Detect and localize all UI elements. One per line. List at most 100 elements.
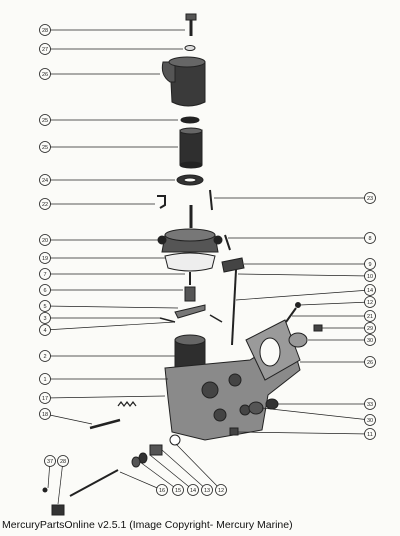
callout-number: 10 (367, 274, 373, 280)
callout-number: 16 (159, 488, 165, 494)
callout-number: 4 (43, 328, 46, 334)
callout-circle (39, 114, 51, 126)
callout-circle (364, 356, 376, 368)
callout-circle (39, 252, 51, 264)
callout-number: 9 (368, 262, 371, 268)
callout-number: 19 (42, 256, 48, 262)
small-plug (295, 302, 301, 308)
parts-illustration (42, 13, 323, 516)
filter-cap (288, 332, 308, 348)
tube-right (285, 307, 297, 323)
leader-line (44, 305, 179, 309)
callout-8: 8 (228, 232, 376, 244)
callout-circle (364, 322, 376, 334)
top-cover (157, 205, 223, 253)
callout-circle (364, 310, 376, 322)
callout-25: 25 (39, 141, 178, 153)
callout-22: 22 (39, 198, 155, 210)
callout-28: 28 (39, 24, 185, 36)
callout-13: 13 (161, 449, 213, 496)
long-screw (69, 469, 119, 497)
image-caption: MercuryPartsOnline v2.5.1 (Image Copyrig… (2, 519, 293, 531)
callout-circle (364, 296, 376, 308)
callout-number: 30 (367, 338, 373, 344)
callout-circle (39, 198, 51, 210)
callout-circle (364, 334, 376, 346)
callout-26: 26 (39, 68, 160, 80)
callout-number: 37 (47, 459, 53, 465)
callout-circle (364, 232, 376, 244)
callout-number: 17 (42, 396, 48, 402)
callout-number: 29 (367, 326, 373, 332)
callout-number: 23 (367, 196, 373, 202)
callout-18: 18 (39, 408, 93, 425)
callout-number: 14 (190, 488, 196, 494)
callout-28: 28 (57, 455, 69, 505)
callout-circle (215, 484, 227, 496)
callout-circle (39, 43, 51, 55)
callout-number: 12 (218, 488, 224, 494)
callout-25: 25 (39, 114, 178, 126)
callout-16: 16 (119, 471, 168, 496)
callout-4: 4 (39, 321, 176, 336)
callout-9: 9 (244, 258, 376, 270)
leader-line (237, 431, 371, 435)
callout-12: 12 (299, 296, 376, 308)
callout-circle (57, 455, 69, 467)
callout-circle (39, 174, 51, 186)
callout-24: 24 (39, 174, 175, 186)
small-clip (157, 195, 166, 209)
callout-37: 37 (44, 455, 56, 489)
callout-1: 1 (39, 373, 168, 385)
leader-line (139, 461, 179, 491)
callout-number: 1 (43, 377, 46, 383)
leader-line (44, 413, 93, 425)
callout-number: 7 (43, 272, 46, 278)
callout-circle (39, 392, 51, 404)
callout-6: 6 (39, 284, 183, 296)
callout-circle (39, 373, 51, 385)
main-body (164, 319, 301, 441)
callout-number: 14 (367, 288, 373, 294)
callout-11: 11 (237, 428, 376, 440)
callout-27: 27 (39, 43, 183, 55)
small-washer (184, 45, 196, 51)
callout-30: 30 (261, 407, 376, 426)
leader-line (119, 471, 163, 491)
leader-line (175, 443, 222, 491)
callout-circle (364, 398, 376, 410)
callout-number: 24 (42, 178, 48, 184)
callout-number: 27 (42, 47, 48, 53)
o-ring-upper (180, 116, 200, 124)
callout-circle (364, 414, 376, 426)
callout-circle (39, 24, 51, 36)
callout-number: 18 (42, 412, 48, 418)
callout-33: 33 (278, 398, 376, 410)
callout-17: 17 (39, 392, 166, 404)
callout-2: 2 (39, 350, 175, 362)
linkage-lever (221, 234, 245, 346)
leader-line (149, 454, 194, 491)
callout-29: 29 (322, 322, 376, 334)
callout-number: 3 (43, 316, 46, 322)
callout-7: 7 (39, 268, 185, 280)
callout-30: 30 (308, 334, 376, 346)
callout-circle (172, 484, 184, 496)
cover-gasket (164, 252, 216, 272)
callout-number: 26 (367, 360, 373, 366)
callout-number: 5 (43, 304, 46, 310)
callout-14: 14 (149, 454, 199, 496)
o-ring-lower (169, 434, 181, 446)
callout-23: 23 (214, 192, 376, 204)
callout-number: 13 (204, 488, 210, 494)
callout-circle (39, 268, 51, 280)
callout-20: 20 (39, 234, 162, 246)
callout-circle (39, 312, 51, 324)
callout-circle (187, 484, 199, 496)
callout-14: 14 (235, 284, 376, 301)
callout-circle (39, 68, 51, 80)
leader-line (261, 407, 371, 421)
callout-number: 6 (43, 288, 46, 294)
